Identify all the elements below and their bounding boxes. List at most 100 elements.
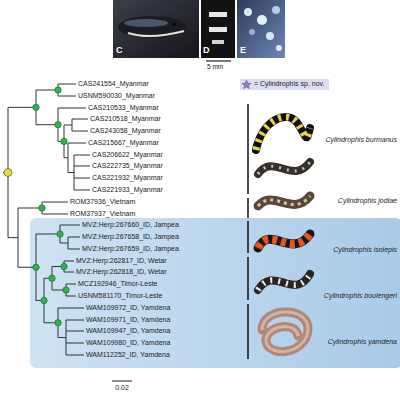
snake-bands <box>258 234 310 248</box>
clade-bar <box>247 104 249 194</box>
support-node-dot <box>49 275 55 281</box>
tree-branch <box>42 214 68 215</box>
ventral-band <box>212 40 224 44</box>
snake-illustration <box>258 162 310 174</box>
panel-letter: E <box>240 45 246 56</box>
snake-bands <box>258 274 310 290</box>
tree-branch <box>64 157 68 158</box>
tip-label: MVZ:Herp:262818_ID, Wetar <box>76 268 167 277</box>
tree-branch <box>72 119 88 120</box>
legend-star <box>242 80 251 89</box>
tree-branch <box>66 284 76 285</box>
tree-branch <box>74 190 90 191</box>
tree-branch <box>72 119 73 131</box>
tree-branch <box>58 337 66 338</box>
tip-label: WAM109947_ID, Yamdena <box>86 327 170 336</box>
support-node-dot <box>55 87 61 93</box>
legend-text: = Cylindrophis sp. nov. <box>254 80 325 89</box>
tip-label: CAS221932_Myanmar <box>92 174 163 183</box>
tree-branch <box>68 143 69 173</box>
species-label: Cylindrophis boulengeri <box>324 292 397 301</box>
tip-label: CAS215667_Myanmar <box>88 139 159 148</box>
tree-branch <box>66 320 67 355</box>
tip-label: USNM581170_Timor-Leste <box>78 292 162 301</box>
scale-bar <box>112 381 132 382</box>
snake-illustration <box>258 234 310 248</box>
tree-branch <box>74 155 75 190</box>
photo-panel <box>113 0 199 58</box>
tree-branch <box>68 237 69 249</box>
tree-branch <box>8 237 18 238</box>
photo-panel <box>201 0 235 58</box>
pattern-spot <box>257 15 267 25</box>
tree-branch <box>64 272 74 273</box>
panel-letter: C <box>116 45 123 56</box>
pattern-spot <box>266 32 274 40</box>
scale-bar <box>206 60 231 61</box>
clade-bar <box>247 257 249 300</box>
tree-branch <box>74 178 90 179</box>
tip-label: CAS221933_Myanmar <box>92 186 163 195</box>
tip-label: CAS241554_Myanmar <box>78 80 149 89</box>
tree-branch <box>66 331 84 332</box>
tree-branch <box>58 108 86 109</box>
tree-branch <box>64 125 72 126</box>
snake-head <box>118 16 186 38</box>
photo-panel <box>237 0 285 58</box>
tip-label: MVZ:Herp:262817_ID, Wetar <box>76 257 167 266</box>
clade-bar <box>247 304 249 359</box>
tree-branch <box>18 208 42 209</box>
phylogeny <box>3 84 90 355</box>
support-node-dot <box>55 320 61 326</box>
snake-bands <box>256 117 310 150</box>
snake-illustration <box>262 312 308 352</box>
tree-branch <box>68 172 74 173</box>
tip-label: MVZ:Herp:267659_ID, Jampea <box>82 245 179 254</box>
tree-branch <box>68 249 80 250</box>
tree-branch <box>60 225 80 226</box>
legend-star-shape <box>242 80 251 88</box>
clade-bar <box>247 198 249 218</box>
tip-label: MVZ:Herp:267658_ID, Jampea <box>82 233 179 242</box>
pattern-spot <box>272 6 280 14</box>
support-node-dot <box>33 104 39 110</box>
tree-branch <box>42 202 68 203</box>
legend-box: = Cylindrophis sp. nov. <box>240 79 329 90</box>
tree-branch <box>66 355 84 356</box>
tip-label: CAS243058_Myanmar <box>90 127 161 136</box>
support-node-dot <box>39 205 45 211</box>
tree-branch <box>60 243 68 244</box>
snake-bands <box>258 196 310 206</box>
species-label: Cylindrophis isolepis <box>333 246 397 255</box>
tree-branch <box>68 237 80 238</box>
support-node-dot <box>41 297 47 303</box>
snake-illustration <box>258 196 310 206</box>
tree-branch <box>58 96 76 97</box>
tip-label: CAS210518_Myanmar <box>90 115 161 124</box>
support-node-dot <box>63 287 69 293</box>
clade-bar <box>247 221 249 253</box>
lip-stripe <box>128 31 184 36</box>
tree-branch <box>36 234 60 235</box>
tip-label: WAM112252_ID, Yamdena <box>86 351 170 360</box>
panel-letter: D <box>203 45 210 56</box>
tip-label: MVZ:Herp:267660_ID, Jampea <box>82 221 179 230</box>
shaded-region <box>30 218 400 368</box>
tree-branch <box>58 308 84 309</box>
tip-label: MCZ192946_Timor-Leste <box>78 280 158 289</box>
tip-label: CAS210533_Myanmar <box>88 104 159 113</box>
snake-illustration <box>258 274 310 290</box>
ventral-band <box>209 27 227 32</box>
species-label: Cylindrophis burmanus <box>325 136 397 145</box>
support-node-dot <box>57 231 63 237</box>
tip-label: CAS206622_Myanmar <box>92 151 163 160</box>
support-node-dot <box>61 263 67 269</box>
pattern-spot <box>244 8 252 16</box>
tip-label: WAM109971_ID, Yamdena <box>86 316 170 325</box>
root-node-dot <box>4 168 12 176</box>
support-node-dot <box>55 121 61 127</box>
tree-branch <box>58 84 76 85</box>
ventral-band <box>209 12 227 17</box>
tree-branch <box>8 107 36 108</box>
tree-branch <box>18 208 19 267</box>
